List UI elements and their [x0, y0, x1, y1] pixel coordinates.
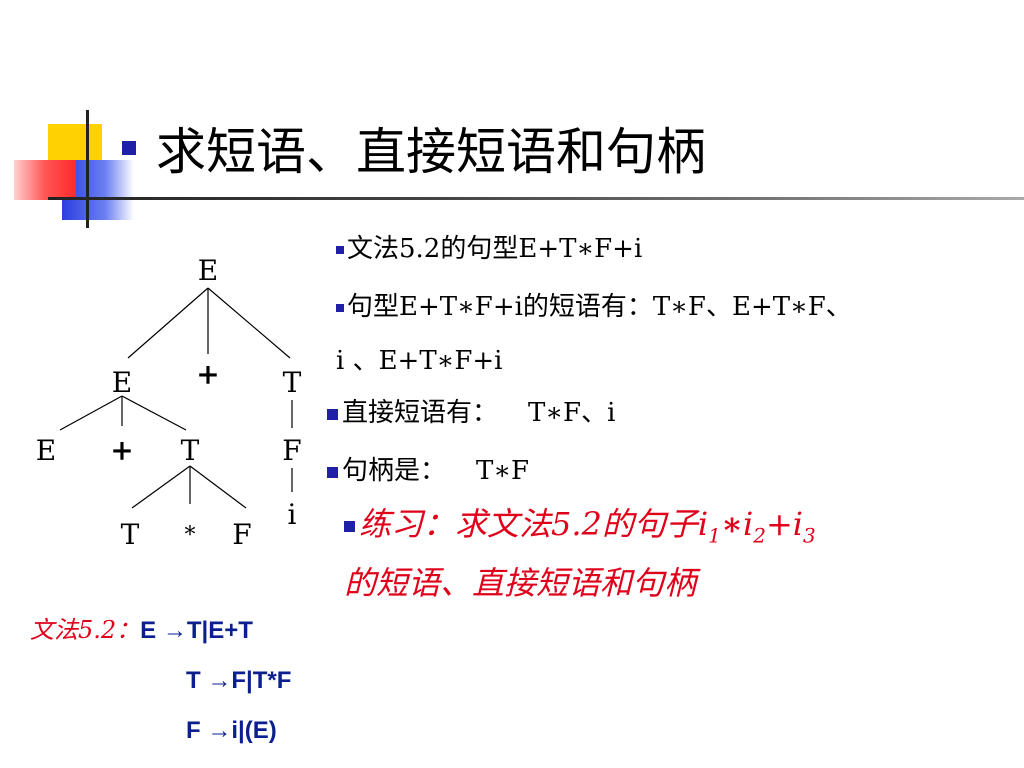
bullet-sentence-form: 文法5.2的句型E+T∗F+i: [336, 228, 642, 265]
bullet-phrases-continued: i 、E+T∗F+i: [336, 346, 503, 376]
bullet-marker: [336, 304, 344, 312]
grammar-production: T →F|T*F: [186, 667, 292, 694]
tree-node-l2-e: E: [36, 434, 56, 467]
page-title: 求短语、直接短语和句柄: [122, 108, 706, 188]
bullet-marker: [327, 466, 338, 478]
tree-node-l1-e: E: [112, 366, 132, 399]
tree-edge: [127, 287, 209, 359]
tree-edge: [189, 465, 247, 509]
tree-node-root: E: [198, 254, 218, 287]
tree-edge: [131, 465, 191, 509]
bullet-marker: [327, 408, 338, 420]
tree-edges: [59, 287, 293, 509]
grammar-production: F →i|(E): [186, 717, 277, 744]
tree-node-l3-f: F: [232, 518, 251, 551]
grammar-row-1: 文法5.2：E →T|E+T: [30, 610, 253, 645]
syntax-tree: E E + T E + T F T * F i: [36, 254, 302, 551]
bullet-direct-phrases: 直接短语有：T∗F、i: [327, 392, 615, 429]
tree-edge: [121, 395, 187, 431]
grammar-label: 文法5.2：: [30, 616, 141, 644]
deco-horizontal-line: [48, 197, 1024, 200]
tree-node-l1-t: T: [283, 366, 302, 399]
tree-edge: [59, 395, 123, 431]
tree-node-l2-plus: +: [110, 434, 133, 467]
bullet-marker: [344, 521, 355, 532]
deco-red-block: [14, 160, 76, 200]
bullet-marker: [336, 246, 344, 254]
grammar-row-2: T →F|T*F: [186, 666, 291, 695]
tree-node-l3-i: i: [288, 498, 297, 531]
tree-edge: [207, 287, 291, 359]
grammar-row-3: F →i|(E): [186, 716, 277, 745]
deco-vertical-line: [86, 110, 89, 228]
grammar-production: E →T|E+T: [140, 617, 253, 644]
tree-node-l3-star: *: [185, 523, 196, 548]
tree-node-l1-plus: +: [196, 358, 219, 391]
bullet-handle: 句柄是：T∗F: [327, 450, 529, 487]
tree-node-l2-f: F: [282, 434, 301, 467]
tree-node-l3-t: T: [121, 518, 140, 551]
tree-node-l2-t: T: [181, 434, 200, 467]
title-text: 求短语、直接短语和句柄: [156, 123, 706, 181]
bullet-phrases: 句型E+T∗F+i的短语有：T∗F、E+T∗F、: [336, 286, 852, 323]
title-bullet: [122, 141, 136, 155]
